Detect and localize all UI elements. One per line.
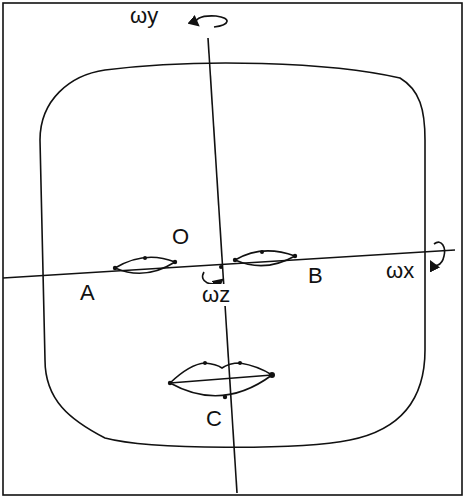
rotation-arrow-x	[431, 242, 445, 265]
rotation-arrow-z	[203, 272, 222, 284]
frame	[3, 3, 462, 495]
axis-label: O	[172, 226, 189, 248]
axis-label: A	[80, 282, 95, 304]
rotation-arrow-y	[196, 16, 227, 27]
axis-label: ωx	[386, 260, 414, 282]
mouth	[170, 363, 272, 396]
axis-label: ωz	[200, 284, 232, 306]
feature-dots	[113, 250, 297, 399]
axis-label: B	[308, 265, 323, 287]
axis-label: C	[206, 408, 222, 430]
axis-label: ωy	[130, 5, 158, 27]
